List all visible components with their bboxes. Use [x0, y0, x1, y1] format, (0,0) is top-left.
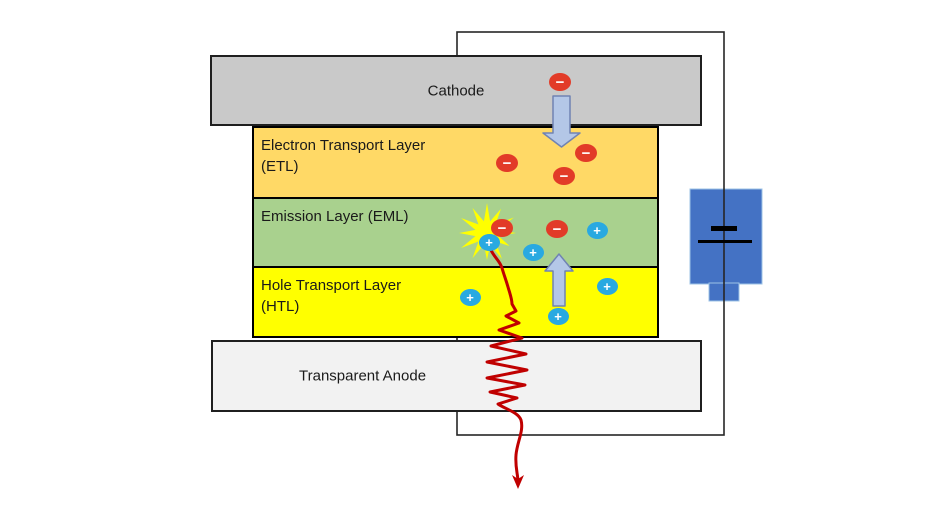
hole-transport-layer: Hole Transport Layer (HTL): [252, 266, 659, 338]
battery-body: [689, 188, 763, 285]
cathode-label: Cathode: [427, 82, 485, 99]
electron-injection-arrow-icon: [542, 95, 581, 148]
battery-negative-terminal: [711, 226, 737, 231]
htl-label-line2: (HTL): [261, 298, 300, 315]
htl-label: Hole Transport Layer (HTL): [261, 275, 401, 317]
transparent-anode-layer: Transparent Anode: [211, 340, 702, 412]
battery-positive-terminal: [698, 240, 752, 243]
etl-label-line1: Electron Transport Layer: [261, 137, 426, 154]
electron-transport-layer: Electron Transport Layer (ETL): [252, 126, 659, 199]
etl-label: Electron Transport Layer (ETL): [261, 135, 425, 177]
emitted-photon-arrow-icon: [485, 248, 529, 489]
cathode-layer: Cathode: [210, 55, 702, 126]
recombination-starburst-icon: [459, 203, 516, 260]
eml-label: Emission Layer (EML): [261, 208, 409, 225]
etl-label-line2: (ETL): [261, 158, 299, 175]
hole-injection-arrow-icon: [544, 253, 574, 307]
htl-label-line1: Hole Transport Layer: [261, 277, 402, 294]
anode-label: Transparent Anode: [299, 367, 427, 385]
